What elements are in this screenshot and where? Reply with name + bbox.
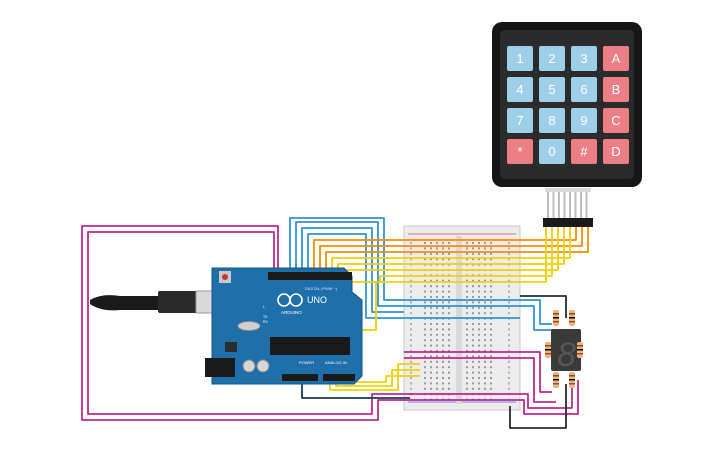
- wire-12: [350, 227, 553, 283]
- key-label: 5: [548, 82, 555, 97]
- wire-25: [520, 295, 567, 318]
- resistor-5: [577, 342, 583, 358]
- wire-15: [404, 305, 552, 331]
- key-2-2[interactable]: 9: [571, 108, 597, 133]
- wire-7: [319, 227, 583, 272]
- resistor-3: [569, 372, 575, 388]
- power-jack: [205, 358, 235, 377]
- key-2-1[interactable]: 8: [539, 108, 565, 133]
- digit-text: 8: [557, 336, 576, 374]
- wire-6: [313, 227, 577, 272]
- keypad-4x4: 1 2 3 A 4 5 6 B 7 8 9 C * 0 # D: [492, 22, 642, 227]
- resistor-4: [545, 342, 551, 358]
- key-3-0[interactable]: *: [507, 139, 533, 164]
- wire-17: [404, 351, 552, 393]
- key-0-1[interactable]: 2: [539, 46, 565, 71]
- usb-cable: [90, 290, 231, 314]
- wire-14: [404, 299, 552, 325]
- key-0-3[interactable]: A: [603, 46, 629, 71]
- capacitor-2: [256, 359, 270, 373]
- key-label: D: [611, 144, 620, 159]
- key-2-3[interactable]: C: [603, 108, 629, 133]
- resistor-2: [553, 372, 559, 388]
- arduino-uno-board: DIGITAL (PWM ~) ARDUINO UNO TX RX L POWE…: [205, 267, 363, 385]
- wire-3: [295, 221, 404, 307]
- tx-label: TX: [263, 315, 268, 319]
- key-label: 8: [548, 113, 555, 128]
- key-1-0[interactable]: 4: [507, 77, 533, 102]
- key-1-2[interactable]: 6: [571, 77, 597, 102]
- key-3-2[interactable]: #: [571, 139, 597, 164]
- key-3-3[interactable]: D: [603, 139, 629, 164]
- wire-1: [87, 231, 404, 415]
- key-3-1[interactable]: 0: [539, 139, 565, 164]
- atmega-chip: [270, 337, 350, 355]
- wire-4: [301, 227, 404, 313]
- wire-18: [404, 357, 556, 403]
- key-label: *: [517, 144, 522, 159]
- brand-text: ARDUINO: [281, 310, 302, 315]
- wire-26: [509, 384, 567, 429]
- key-label: A: [612, 51, 621, 66]
- key-label: 2: [548, 51, 555, 66]
- crystal: [237, 321, 261, 331]
- wire-19: [404, 380, 573, 409]
- digital-label: DIGITAL (PWM ~): [305, 286, 338, 291]
- analog-label: ANALOG IN: [325, 360, 347, 365]
- wire-24: [301, 378, 410, 399]
- wire-0: [81, 225, 404, 421]
- key-label: 0: [548, 144, 555, 159]
- wire-13: [362, 227, 547, 331]
- resistor-1: [569, 310, 575, 326]
- key-0-0[interactable]: 1: [507, 46, 533, 71]
- key-label: 4: [516, 82, 523, 97]
- digital-header: [268, 272, 352, 280]
- key-label: #: [580, 144, 588, 159]
- arduino-logo: ARDUINO: [277, 293, 303, 315]
- key-label: B: [612, 82, 621, 97]
- wire-20: [404, 380, 579, 415]
- capacitor-1: [242, 359, 256, 373]
- power-header: [282, 374, 318, 381]
- rx-label: RX: [263, 320, 269, 324]
- wire-5: [307, 233, 404, 319]
- key-0-2[interactable]: 3: [571, 46, 597, 71]
- key-label: 1: [516, 51, 523, 66]
- keypad-ribbon: [543, 188, 593, 227]
- wire-8: [325, 227, 589, 272]
- wire-2: [289, 217, 404, 301]
- power-label: POWER: [299, 360, 314, 365]
- wire-21: [329, 363, 420, 391]
- key-label: 3: [580, 51, 587, 66]
- seven-segment-display: 8: [551, 329, 581, 374]
- key-label: 6: [580, 82, 587, 97]
- uno-logo-text: UNO: [307, 295, 327, 305]
- key-label: 9: [580, 113, 587, 128]
- l-label: L: [263, 305, 265, 309]
- keypad-keys: 1 2 3 A 4 5 6 B 7 8 9 C * 0 # D: [507, 46, 629, 164]
- analog-header: [323, 374, 355, 381]
- key-1-3[interactable]: B: [603, 77, 629, 102]
- key-label: C: [611, 113, 620, 128]
- resistor-0: [553, 310, 559, 326]
- key-1-1[interactable]: 5: [539, 77, 565, 102]
- key-label: 7: [516, 113, 523, 128]
- wire-10: [337, 227, 565, 272]
- key-2-0[interactable]: 7: [507, 108, 533, 133]
- wire-9: [331, 227, 571, 272]
- resistors: [545, 310, 583, 388]
